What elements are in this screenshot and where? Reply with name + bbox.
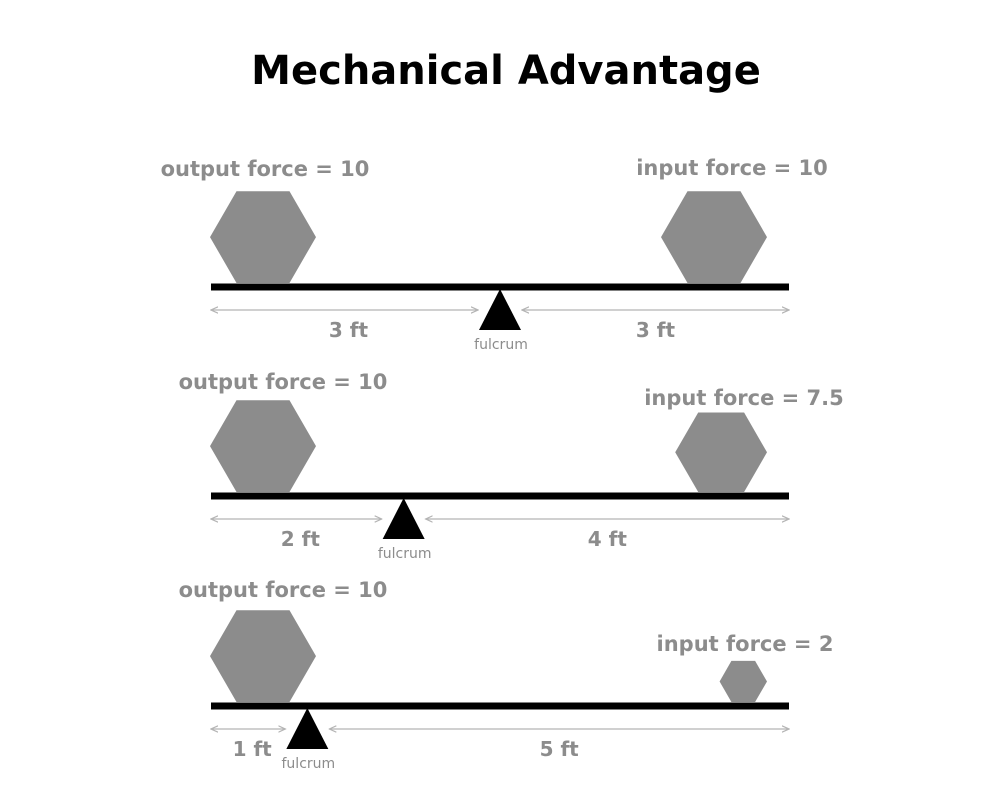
output-weight <box>210 610 316 702</box>
fulcrum-triangle <box>382 498 425 539</box>
lever-panel: output force = 10 input force = 10 3 ft 3 f… <box>161 156 828 353</box>
fulcrum-label: fulcrum <box>474 337 528 353</box>
lever-beam <box>211 492 789 500</box>
lever-panels: output force = 10 input force = 10 3 ft 3 f… <box>161 156 844 772</box>
input-weight <box>675 412 767 492</box>
output-force-label: output force = 10 <box>179 370 388 394</box>
input-force-label: input force = 10 <box>636 156 828 180</box>
output-weight <box>210 400 316 492</box>
output-weight <box>210 191 316 283</box>
right-distance-label: 3 ft <box>636 318 676 342</box>
left-distance-label: 3 ft <box>329 318 369 342</box>
right-distance-label: 4 ft <box>588 527 628 551</box>
input-force-label: input force = 2 <box>657 632 834 656</box>
lever-panel: output force = 10 input force = 2 1 ft 5 ft… <box>179 578 834 772</box>
lever-panel: output force = 10 input force = 7.5 2 ft 4 … <box>179 370 844 562</box>
lever-beam <box>211 283 789 291</box>
input-force-label: input force = 7.5 <box>644 386 844 410</box>
output-force-label: output force = 10 <box>161 157 370 181</box>
fulcrum-label: fulcrum <box>282 756 336 772</box>
page-title: Mechanical Advantage <box>251 48 761 94</box>
left-distance-label: 2 ft <box>281 527 321 551</box>
output-force-label: output force = 10 <box>179 578 388 602</box>
lever-beam <box>211 702 789 710</box>
fulcrum-triangle <box>286 708 329 749</box>
right-distance-label: 5 ft <box>540 737 580 761</box>
fulcrum-triangle <box>479 289 521 330</box>
fulcrum-label: fulcrum <box>378 546 432 562</box>
input-weight <box>719 660 767 702</box>
left-distance-label: 1 ft <box>233 737 273 761</box>
input-weight <box>661 191 767 283</box>
